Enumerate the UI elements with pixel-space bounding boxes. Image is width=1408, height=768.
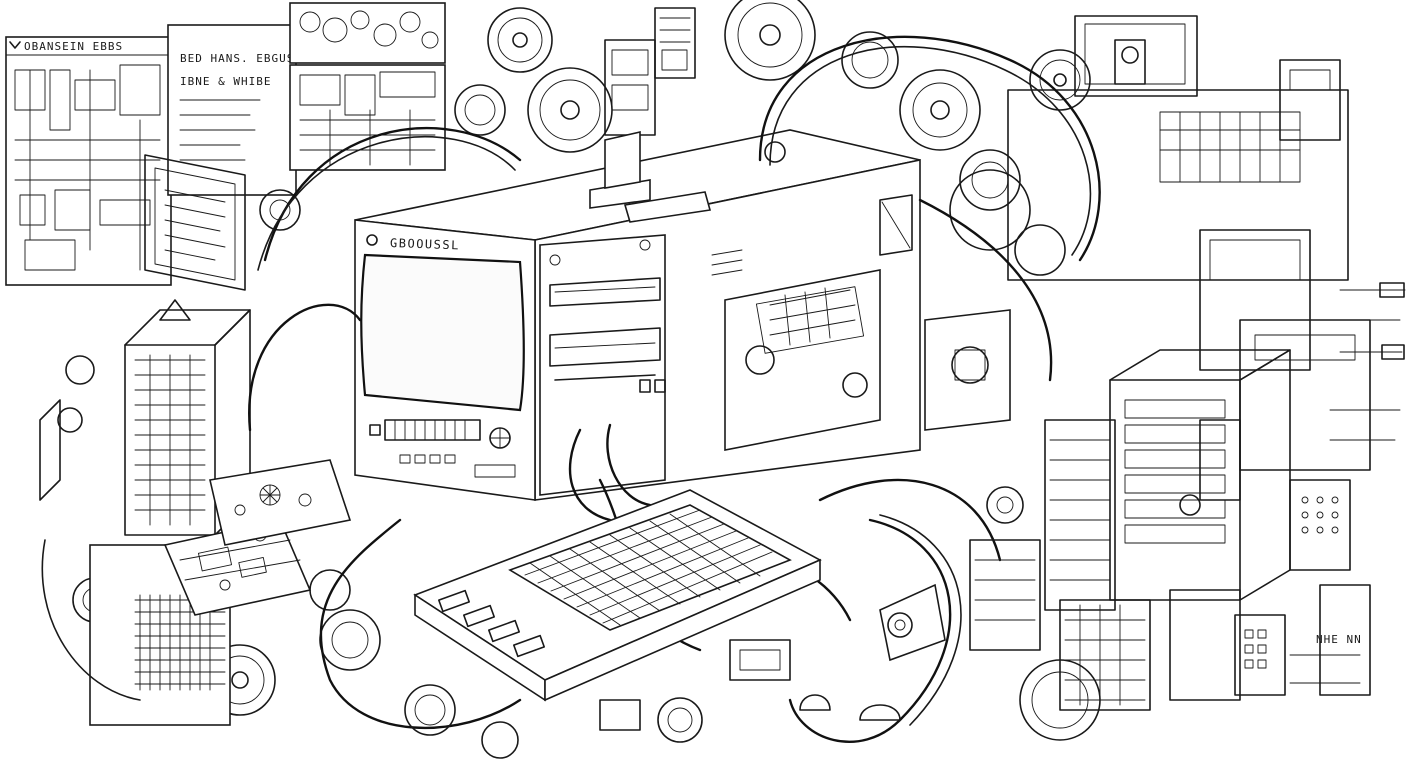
top-left-diagram-panel: OBANSEIN EBBS: [5, 36, 172, 286]
panel-header-text: OBANSEIN EBBS: [24, 40, 123, 53]
schematic-panel: [289, 2, 446, 171]
instrument-panel: [724, 269, 1011, 451]
background-machinery-right: [1007, 15, 1406, 471]
right-tag-label: NHE NN: [1316, 633, 1362, 646]
left-tablet: [144, 154, 246, 291]
document-line-1: BED HANS. EBGUS: [180, 52, 294, 65]
foreground-mechanisms: [404, 486, 1101, 759]
bottom-right-panel: NHE NN: [1059, 584, 1371, 711]
monitor-screen: [360, 253, 525, 412]
document-line-2: IBNE & WHIBE: [180, 75, 271, 88]
monitor-brand-label: GBOOUSSL: [390, 236, 460, 252]
keyboard: [413, 489, 822, 702]
right-rack-unit: [1044, 349, 1351, 611]
crt-monitor: GBOOUSSL: [354, 219, 536, 501]
document-panel: BED HANS. EBGUS IBNE & WHIBE: [167, 24, 297, 196]
circuit-board: [163, 459, 352, 616]
gear-cluster-top: [454, 0, 1066, 276]
